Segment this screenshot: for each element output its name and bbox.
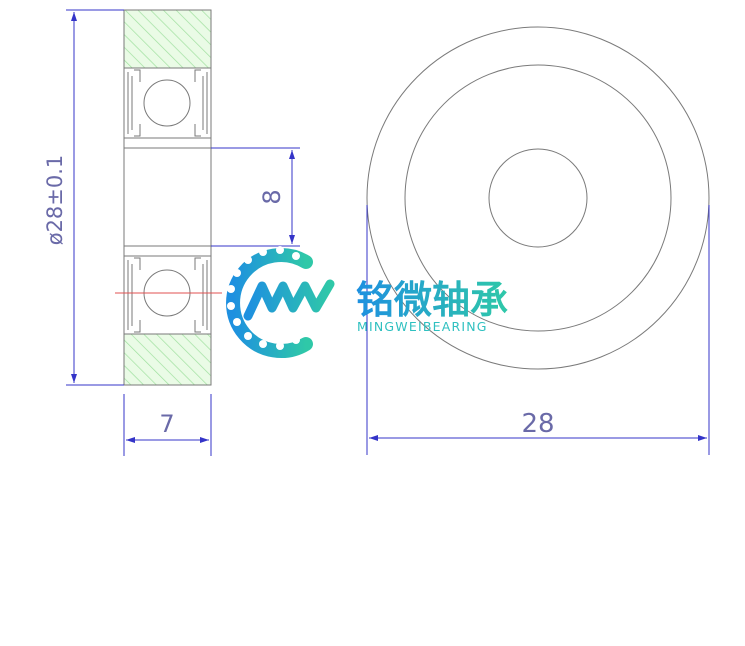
logo-ring-balls bbox=[227, 246, 300, 350]
hatched-ring-top bbox=[123, 9, 212, 69]
dimension-width bbox=[123, 394, 212, 456]
front-bore-circle bbox=[488, 148, 588, 248]
front-view bbox=[366, 26, 710, 370]
width-label: 7 bbox=[159, 410, 174, 438]
logo-mark-text: MW bbox=[0, 0, 2, 1]
bore-label: 8 bbox=[258, 189, 286, 204]
front-outer-circle bbox=[366, 26, 710, 370]
logo-mark-mw bbox=[243, 279, 335, 321]
front-diameter-label: 28 bbox=[521, 409, 554, 439]
upper-ball bbox=[143, 79, 191, 127]
dimension-front-diameter bbox=[366, 205, 710, 455]
logo-name-en: MINGWEIBEARING bbox=[357, 319, 488, 334]
brand-logo: MW 铭微轴承 MINGWEIBEARING bbox=[0, 0, 508, 358]
front-inner-ring-circle bbox=[404, 64, 672, 332]
dimension-bore bbox=[211, 147, 300, 247]
logo-name-cn: 铭微轴承 bbox=[356, 278, 508, 322]
outer-diameter-label: ø28±0.1 bbox=[43, 155, 67, 246]
dimension-outer-diameter bbox=[66, 9, 124, 386]
section-view bbox=[115, 9, 222, 386]
hatched-ring-bottom bbox=[123, 333, 212, 386]
